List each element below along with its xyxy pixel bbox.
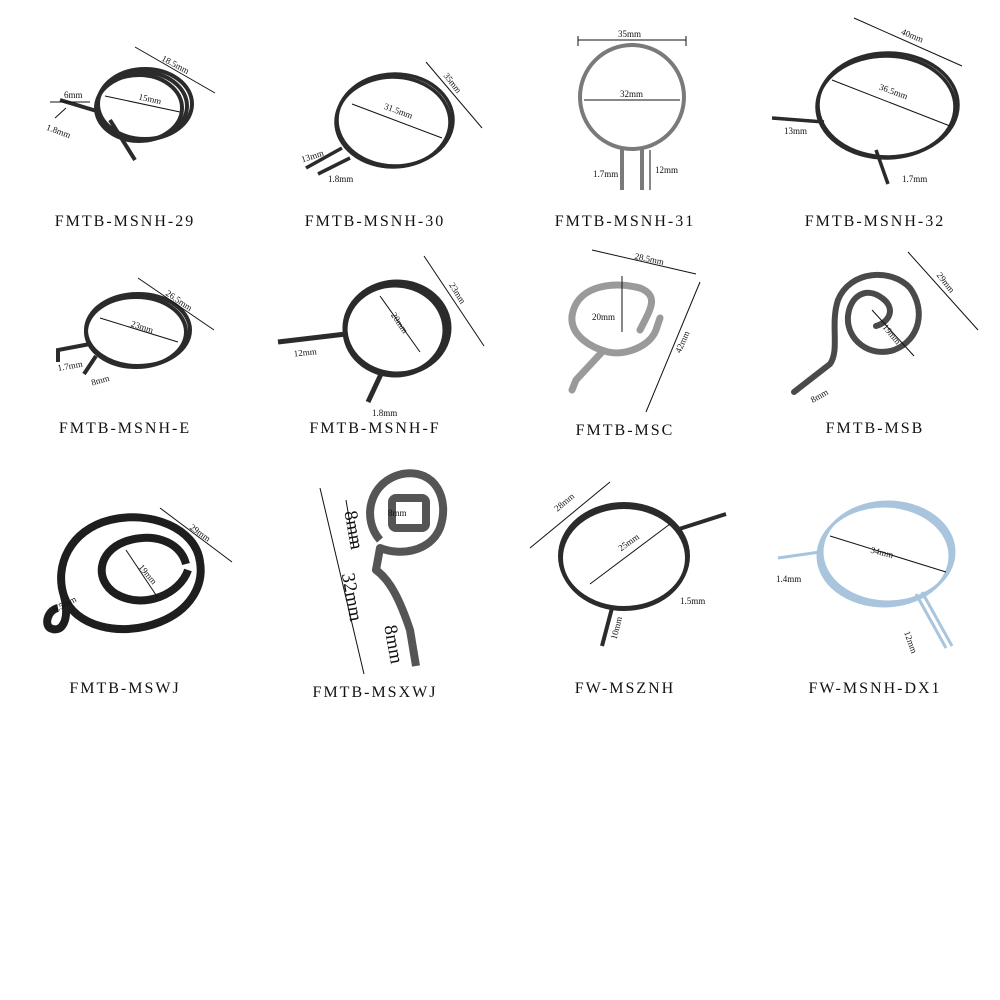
dimension-label: 28.5mm	[634, 251, 665, 267]
dimension-label: 8mm	[388, 508, 407, 518]
dimension-label: 1.5mm	[680, 596, 705, 606]
dimension-label: 25mm	[616, 532, 640, 554]
product-card-fmtb-msxwj[interactable]: 8mm 32mm 8mm 8mm FMTB-MSXWJ	[250, 460, 500, 701]
dimension-label: 1.8mm	[328, 174, 353, 184]
spring-image: 35mm 31.5mm 13mm 1.8mm	[300, 61, 483, 184]
dimension-label: 23mm	[447, 281, 468, 306]
product-model: FW-MSNH-DX1	[808, 680, 942, 697]
product-model: FMTB-MSNH-F	[309, 420, 441, 437]
product-card-fmtb-msnh-31[interactable]: 35mm 32mm 1.7mm 12mm FMTB-MSNH-31	[500, 0, 750, 230]
product-model: FMTB-MSNH-32	[804, 213, 946, 230]
product-card-fmtb-msnh-f[interactable]: 23mm 20mm 12mm 1.8mm FMTB-MSNH-F	[250, 240, 500, 470]
product-model: FMTB-MSNH-31	[554, 213, 696, 230]
spring-image: 34mm 1.4mm 12mm	[776, 500, 956, 655]
spring-image: 28.5mm 20mm 42mm	[568, 249, 701, 413]
product-card-fmtb-msnh-29[interactable]: 18.5mm 15mm 6mm 1.8mm FMTB-MSNH-29	[0, 0, 250, 230]
dimension-label: 1.7mm	[57, 359, 84, 373]
product-model: FMTB-MSNH-E	[58, 420, 192, 437]
product-card-fmtb-msnh-30[interactable]: 35mm 31.5mm 13mm 1.8mm FMTB-MSNH-30	[250, 0, 500, 230]
dimension-label: 35mm	[618, 29, 641, 39]
dimension-label: 8mm	[339, 509, 367, 551]
product-card-fw-msnh-dx1[interactable]: 34mm 1.4mm 12mm FW-MSNH-DX1	[750, 470, 1000, 700]
spring-image: 40mm 36.5mm 13mm 1.7mm	[771, 17, 963, 185]
dimension-label: 12mm	[655, 165, 678, 175]
dimension-label: 8mm	[379, 623, 407, 665]
product-model: FW-MSZNH	[574, 680, 676, 697]
spring-image: 29mm 19mm 8mm	[791, 251, 979, 405]
product-card-fmtb-msnh-e[interactable]: 26.5mm 23mm 1.7mm 8mm FMTB-MSNH-E	[0, 240, 250, 470]
dimension-label: 40mm	[900, 27, 925, 45]
dimension-label: 42mm	[673, 329, 691, 354]
dimension-label: 36.5mm	[878, 82, 909, 102]
dimension-label: 20mm	[592, 312, 615, 322]
spring-image: 35mm 32mm 1.7mm 12mm	[577, 29, 687, 190]
product-model: FMTB-MSB	[825, 420, 925, 437]
spring-image: 29mm 19mm 6.5mm	[43, 507, 233, 634]
dimension-label: 35mm	[441, 71, 463, 95]
dimension-label: 28mm	[552, 491, 576, 513]
dimension-label: 1.8mm	[372, 408, 397, 418]
dimension-label: 12mm	[293, 346, 317, 358]
spring-image: 28mm 25mm 1.5mm 10mm	[529, 481, 727, 647]
dimension-label: 1.7mm	[902, 174, 927, 184]
dimension-label: 29mm	[935, 270, 957, 294]
dimension-label: 20mm	[389, 311, 410, 336]
product-model: FMTB-MSC	[575, 422, 675, 439]
product-card-fmtb-msc[interactable]: 28.5mm 20mm 42mm FMTB-MSC	[500, 240, 750, 470]
spring-image: 8mm 32mm 8mm 8mm	[319, 469, 448, 675]
dimension-label: 8mm	[809, 387, 830, 405]
spring-image: 23mm 20mm 12mm 1.8mm	[277, 255, 485, 418]
product-card-fmtb-msb[interactable]: 29mm 19mm 8mm FMTB-MSB	[750, 240, 1000, 470]
product-card-fmtb-msnh-32[interactable]: 40mm 36.5mm 13mm 1.7mm FMTB-MSNH-32	[750, 0, 1000, 230]
dimension-label: 12mm	[902, 630, 919, 655]
dimension-label: 19mm	[881, 322, 903, 346]
product-model: FMTB-MSNH-30	[304, 213, 446, 230]
product-card-fw-msznh[interactable]: 28mm 25mm 1.5mm 10mm FW-MSZNH	[500, 470, 750, 700]
dimension-label: 15mm	[138, 92, 163, 107]
product-card-fmtb-mswj[interactable]: 29mm 19mm 6.5mm FMTB-MSWJ	[0, 470, 250, 700]
dimension-label: 13mm	[784, 126, 807, 136]
dimension-label: 34mm	[870, 545, 895, 560]
spring-image: 26.5mm 23mm 1.7mm 8mm	[56, 277, 215, 388]
dimension-label: 23mm	[130, 319, 155, 336]
dimension-label: 32mm	[337, 571, 366, 623]
dimension-label: 1.7mm	[593, 169, 618, 179]
dimension-label: 32mm	[620, 89, 643, 99]
dimension-label: 8mm	[90, 373, 111, 388]
dimension-label: 6mm	[64, 90, 83, 100]
product-model: FMTB-MSXWJ	[312, 684, 438, 701]
dimension-label: 1.8mm	[45, 122, 72, 140]
dimension-label: 13mm	[300, 148, 325, 165]
product-model: FMTB-MSNH-29	[54, 213, 196, 230]
dimension-label: 1.4mm	[776, 574, 801, 584]
product-model: FMTB-MSWJ	[69, 680, 181, 697]
spring-image: 18.5mm 15mm 6mm 1.8mm	[45, 46, 216, 162]
